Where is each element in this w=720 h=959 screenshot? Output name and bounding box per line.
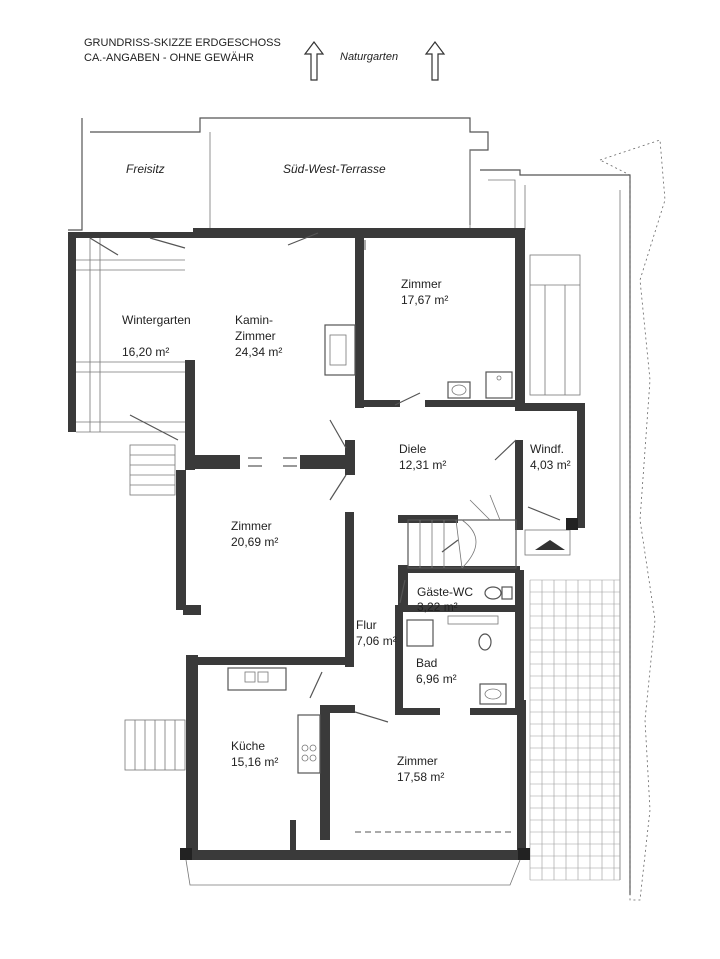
double-door <box>248 392 561 723</box>
entrance-steps <box>524 529 571 556</box>
room-area: 20,69 m² <box>231 535 279 549</box>
room-name: Zimmer <box>401 277 442 291</box>
terrasse-label: Süd-West-Terrasse <box>283 162 386 176</box>
sink-icon <box>447 381 471 399</box>
kitchen-counter <box>227 667 321 774</box>
washbasin-icon <box>479 683 507 705</box>
header-line2: CA.-ANGABEN - OHNE GEWÄHR <box>84 52 254 64</box>
corner-columns <box>180 518 578 860</box>
room-area: 24,34 m² <box>235 345 283 359</box>
room-area: 17,58 m² <box>397 770 445 784</box>
shower-icon <box>485 371 513 399</box>
room-area: 6,96 m² <box>416 672 457 686</box>
paving-grid <box>529 579 620 881</box>
north-arrow-left-icon <box>303 41 325 81</box>
room-name: Diele <box>399 442 427 456</box>
slope-hatching <box>598 139 666 901</box>
naturgarten-label: Naturgarten <box>340 51 399 63</box>
interior-staircase <box>407 494 517 569</box>
room-area: 17,67 m² <box>401 293 449 307</box>
exterior-walls <box>68 228 585 860</box>
room-name: Gäste-WC <box>417 585 474 599</box>
room-area: 16,20 m² <box>122 345 170 359</box>
room-area: 4,03 m² <box>530 458 571 472</box>
toilet-icon <box>478 586 513 651</box>
room-name: Wintergarten <box>122 313 191 327</box>
room-name: Kamin- <box>235 313 274 327</box>
room-name: Zimmer <box>231 519 272 533</box>
room-name: Küche <box>231 739 266 753</box>
wintergarten-glazing <box>76 232 319 441</box>
room-area: 15,16 m² <box>231 755 279 769</box>
room-name: Zimmer <box>397 754 438 768</box>
header-line1: GRUNDRISS-SKIZZE ERDGESCHOSS <box>84 37 281 49</box>
freisitz-label: Freisitz <box>126 162 165 176</box>
room-area: 12,31 m² <box>399 458 447 472</box>
exterior-stairs-right <box>529 254 581 396</box>
room-area: 7,06 m² <box>356 634 397 648</box>
exterior-stairs-left <box>124 444 186 771</box>
bathtub-icon <box>406 615 499 647</box>
north-arrow-right-icon <box>424 41 446 81</box>
room-name: Bad <box>416 656 438 670</box>
dashed-lines <box>355 240 515 833</box>
fireplace <box>324 324 356 376</box>
bottom-strip <box>185 859 521 886</box>
room-name: Flur <box>356 618 377 632</box>
room-name: Windf. <box>530 442 565 456</box>
room-name-2: Zimmer <box>235 329 276 343</box>
room-area: 3,22 m² <box>417 600 458 614</box>
